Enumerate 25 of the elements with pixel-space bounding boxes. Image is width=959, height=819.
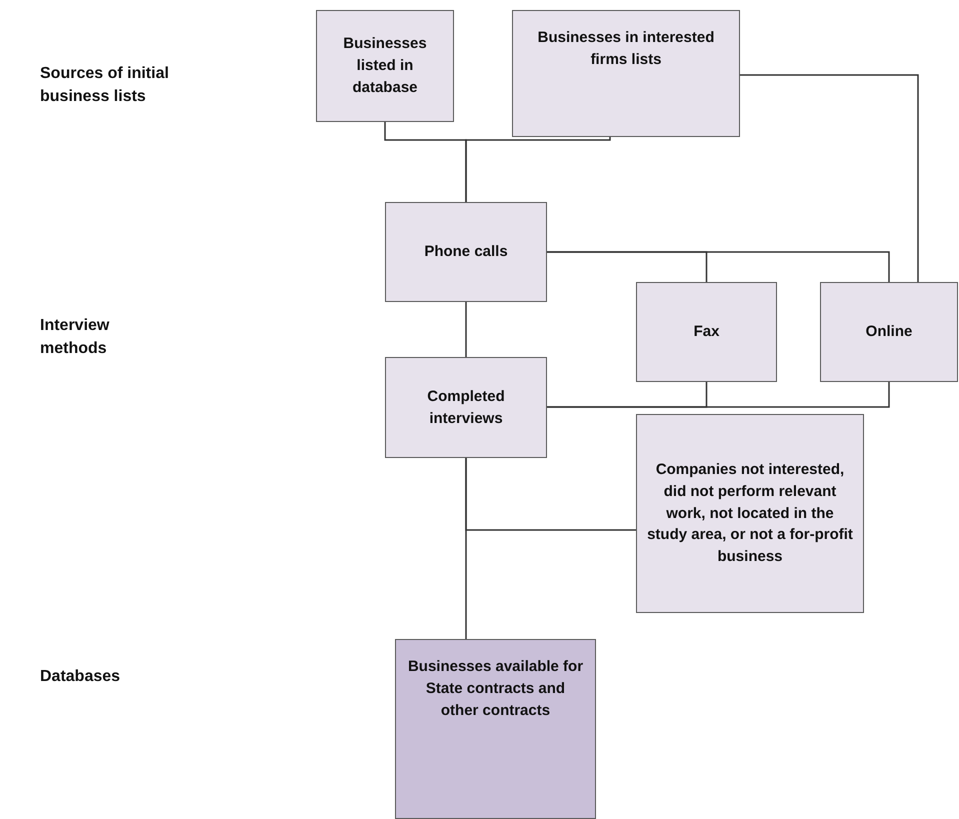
box-text: Businesses in interested firms lists <box>536 28 716 70</box>
box-text: Phone calls <box>424 242 508 262</box>
box-text: Online <box>866 322 912 342</box>
process-box <box>636 282 777 382</box>
connector-line <box>465 458 467 639</box>
box-text: Businesses listed in database <box>342 34 428 98</box>
connector-line <box>547 382 890 408</box>
box-text: Fax <box>694 322 720 342</box>
process-box <box>316 10 454 122</box>
connector-line <box>547 251 890 282</box>
box-text: Businesses available for State contracts and other contracts <box>406 657 584 720</box>
box-text: Companies not interested, did not perform relevant work, not located in the study area, or not a for-profit business <box>647 460 853 568</box>
process-box <box>636 414 864 613</box>
row-label: Sources of initial business lists <box>40 64 170 108</box>
process-box <box>385 202 547 302</box>
connector-line <box>465 302 467 357</box>
process-box <box>395 639 596 819</box>
connector-line <box>465 137 611 202</box>
connector-line <box>740 74 919 282</box>
process-box <box>512 10 740 137</box>
row-label: Databases <box>40 667 122 687</box>
process-box <box>385 357 547 458</box>
row-label: Interview methods <box>40 316 110 360</box>
process-box <box>820 282 958 382</box>
box-text: Completed interviews <box>426 386 506 428</box>
